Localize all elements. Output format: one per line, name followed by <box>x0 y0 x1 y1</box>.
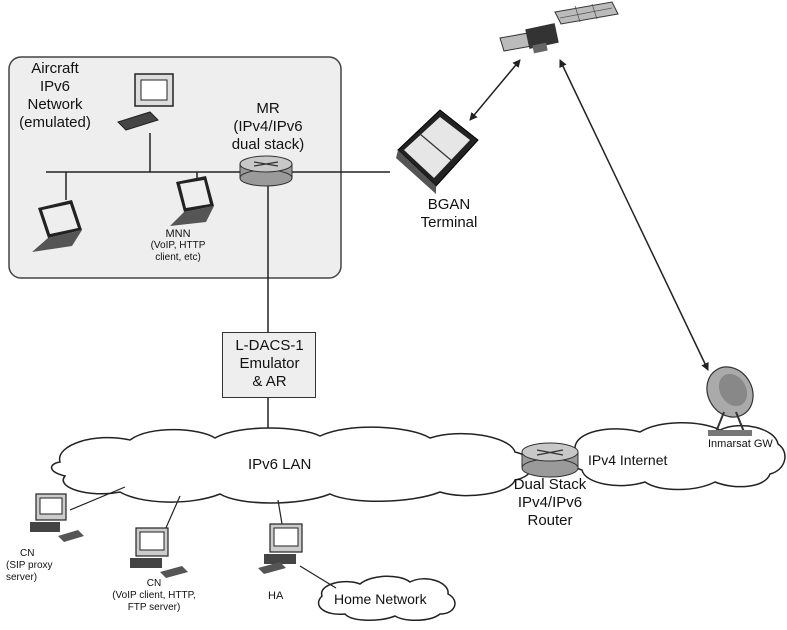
ipv4-internet-cloud <box>568 422 786 491</box>
cn-sip-line-3: server) <box>6 572 38 583</box>
router-line-2: IPv4/IPv6 <box>517 494 583 511</box>
lan-to-cn-sip-line <box>69 486 126 511</box>
mr-label: MR (IPv4/IPv6 dual stack) <box>216 100 320 154</box>
home-network-label: Home Network <box>334 591 427 607</box>
inmarsat-gw-label: Inmarsat GW <box>708 438 773 450</box>
bgan-line-2: Terminal <box>420 214 478 231</box>
home-network-cloud <box>317 575 456 621</box>
cn-voip-label: CN (VoIP client, HTTP, FTP server) <box>94 578 214 614</box>
mr-line-2: (IPv4/IPv6 <box>233 118 303 135</box>
ipv6-lan-cloud <box>50 426 533 504</box>
bgan-line-1: BGAN <box>427 196 471 213</box>
lan-to-cn-voip-line <box>164 495 181 531</box>
mnn-line-2: (VoIP, HTTP <box>150 240 206 251</box>
mr-line-1: MR <box>256 100 280 117</box>
aircraft-title-line-3: Network <box>27 96 83 113</box>
bgan-label: BGAN Terminal <box>404 196 494 232</box>
aircraft-network-title: Aircraft IPv6 Network (emulated) <box>10 60 100 132</box>
aircraft-network-panel <box>8 56 342 279</box>
aircraft-title-line-1: Aircraft <box>31 60 79 77</box>
bgan-satellite-link <box>469 59 521 121</box>
cn-voip-line-2: (VoIP client, HTTP, <box>112 590 196 601</box>
aircraft-title-line-4: (emulated) <box>19 114 91 131</box>
cn-sip-line-1: CN <box>20 548 35 559</box>
ldacs-line-1: L-DACS-1 <box>235 337 304 354</box>
ha-to-home-line <box>299 565 337 589</box>
lan-to-ha-line <box>277 499 283 525</box>
ldacs-line-3: & AR <box>252 373 287 390</box>
cn-sip-computer-icon <box>30 493 84 542</box>
router-line-1: Dual Stack <box>513 476 587 493</box>
ldacs-label: L-DACS-1 Emulator & AR <box>222 337 317 391</box>
bgan-terminal-icon <box>396 109 479 194</box>
ha-label: HA <box>268 590 284 602</box>
ldacs-emulator-box <box>222 332 316 398</box>
mr-line-3: dual stack) <box>231 136 305 153</box>
aircraft-laptop-icon <box>32 200 82 252</box>
router-line-3: Router <box>527 512 573 529</box>
inmarsat-satellite-link <box>559 59 709 371</box>
cn-voip-line-3: FTP server) <box>127 602 181 613</box>
cn-sip-label: CN (SIP proxy server) <box>6 548 53 584</box>
inmarsat-dish-icon <box>706 366 754 436</box>
cn-sip-line-2: (SIP proxy <box>6 560 53 571</box>
cn-voip-computer-icon <box>130 527 188 578</box>
ldacs-line-2: Emulator <box>239 355 300 372</box>
aircraft-title-line-2: IPv6 <box>39 78 70 95</box>
mnn-laptop-icon <box>170 176 214 226</box>
mr-router-icon <box>239 155 293 187</box>
ipv6-lan-label: IPv6 LAN <box>248 456 312 473</box>
aircraft-desktop-icon <box>117 73 174 131</box>
ha-computer-icon <box>258 523 303 574</box>
ipv4-internet-label: IPv4 Internet <box>588 452 668 468</box>
satellite-icon <box>499 1 619 54</box>
dual-stack-router-icon <box>521 442 579 478</box>
dual-stack-router-label: Dual Stack IPv4/IPv6 Router <box>500 476 600 530</box>
mnn-line-3: client, etc) <box>155 252 201 263</box>
mnn-line-1: MNN <box>165 228 191 240</box>
cn-voip-line-1: CN <box>146 578 162 589</box>
mnn-label: MNN (VoIP, HTTP client, etc) <box>136 228 220 264</box>
